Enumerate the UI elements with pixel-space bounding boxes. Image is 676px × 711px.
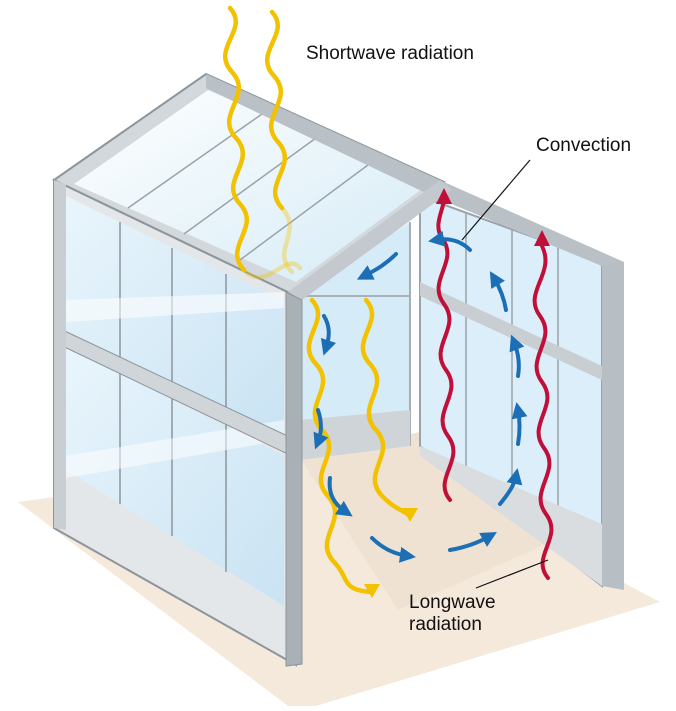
back-wall-rail <box>420 282 602 380</box>
longwave-ray-2 <box>532 244 554 580</box>
shortwave-label: Shortwave radiation <box>306 43 474 64</box>
convection-leader-line <box>461 159 531 241</box>
shortwave-ray-1-faded <box>241 261 303 280</box>
longwave-label-line2: radiation <box>409 614 482 635</box>
longwave-arrowheads <box>436 188 550 246</box>
back-wall-mullions <box>465 212 559 552</box>
front-gable-rafter <box>288 180 452 300</box>
left-wall-reflection <box>66 292 284 322</box>
back-gable-glass <box>300 222 410 460</box>
roof-back-rafter <box>206 74 624 266</box>
wavy-arrow-down-icon <box>364 584 380 598</box>
roof-glazing-bars <box>127 113 373 261</box>
curved-arrow-icon <box>313 408 329 450</box>
curved-arrow-icon <box>498 468 523 506</box>
back-wall-base <box>420 446 602 586</box>
back-corner-post <box>602 262 624 590</box>
shortwave-ray-3 <box>306 297 375 595</box>
curved-arrow-icon <box>511 402 528 446</box>
wavy-arrow-up-icon <box>534 230 550 246</box>
front-corner-post <box>285 291 303 667</box>
shortwave-ray-2-faded <box>279 205 295 275</box>
convection-arrows <box>313 230 528 563</box>
shortwave-ray-4 <box>360 297 413 519</box>
curved-arrow-icon <box>320 314 337 356</box>
longwave-leader-line <box>475 559 549 589</box>
left-wall-reflection-2 <box>66 420 284 478</box>
shortwave-ray-2 <box>265 9 287 211</box>
wavy-arrow-up-icon <box>436 188 452 204</box>
curved-arrow-icon <box>489 271 508 312</box>
curved-arrow-icon <box>356 252 398 280</box>
wavy-arrow-down-icon <box>402 508 418 522</box>
curved-arrow-icon <box>428 230 472 252</box>
curved-arrow-icon <box>509 334 525 378</box>
curved-arrow-icon <box>370 536 416 563</box>
shortwave-ray-1 <box>223 5 249 273</box>
shortwave-rays <box>223 5 413 595</box>
left-back-post <box>54 180 66 530</box>
convection-label: Convection <box>536 135 631 156</box>
longwave-label-line1: Longwave <box>409 592 496 613</box>
curved-arrow-icon <box>327 476 353 517</box>
back-gable-frame <box>300 222 411 446</box>
shortwave-arrowheads <box>364 508 418 598</box>
curved-arrow-icon <box>448 532 497 552</box>
